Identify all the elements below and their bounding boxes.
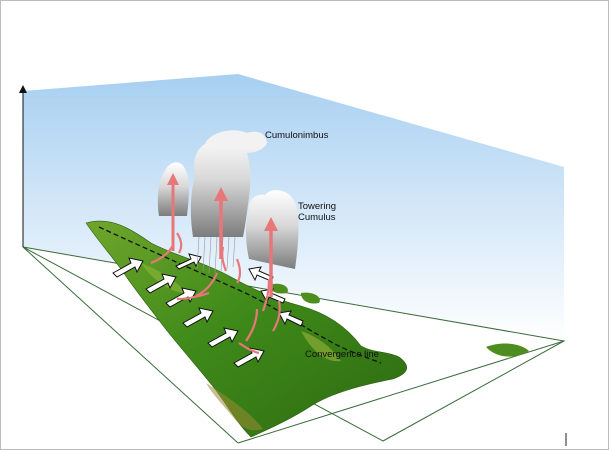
cloud-cumulonimbus — [190, 130, 267, 259]
label-towering: Towering — [298, 201, 336, 212]
wind-arrow — [182, 307, 214, 328]
ground-edge-left — [22, 246, 239, 444]
cloud-small — [157, 162, 189, 251]
label-cumulus: Cumulus — [298, 212, 336, 223]
cloud-towering-cumulus — [246, 190, 299, 297]
wind-arrow — [175, 253, 202, 270]
wind-arrow — [145, 273, 177, 294]
convergence-line — [98, 226, 382, 364]
label-convergence-line: Convergence line — [305, 349, 379, 360]
wind-arrow — [207, 327, 239, 348]
label-cumulonimbus: Cumulonimbus — [265, 130, 329, 141]
wind-arrow — [278, 310, 304, 327]
wind-arrow — [112, 257, 144, 278]
ground-edge-front — [237, 340, 565, 444]
surface-updrafts — [150, 232, 281, 355]
